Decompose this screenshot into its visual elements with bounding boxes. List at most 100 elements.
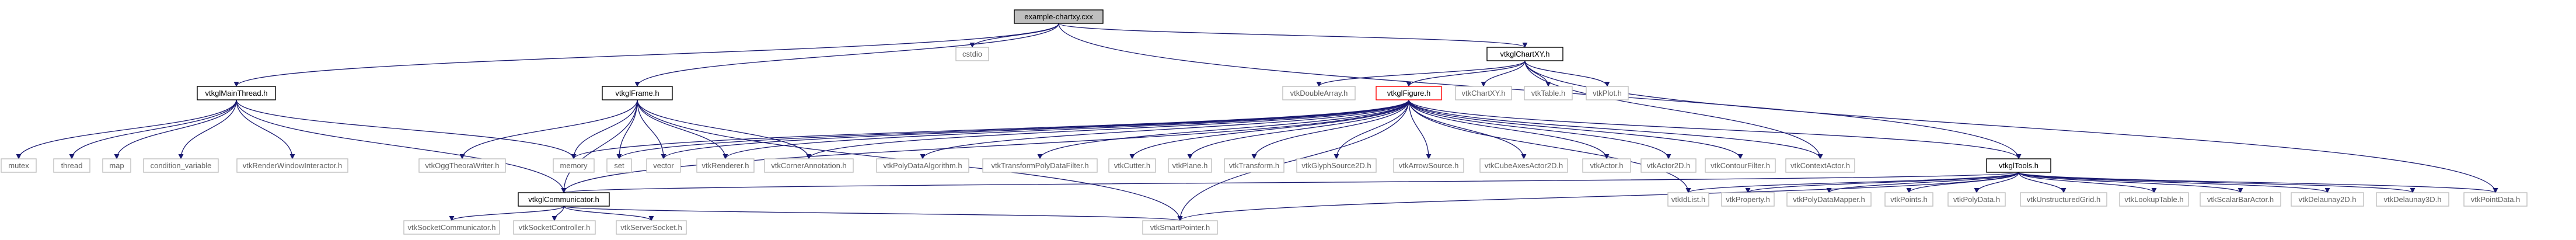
node-box-cstdio <box>955 47 989 61</box>
edge-vtkgfigure-to-arrowsrc <box>1408 99 1432 159</box>
node-label-vtkgfigure: vtkglFigure.h <box>1387 89 1430 98</box>
node-thread: thread <box>53 158 90 173</box>
node-box-map <box>102 158 131 173</box>
node-lut: vtkLookupTable.h <box>2119 192 2189 207</box>
node-label-actor2d: vtkActor2D.h <box>1647 161 1690 170</box>
nodes-layer: example-chartxy.cxxcstdiovtkglMainThread… <box>1 9 2528 235</box>
edge-vtkgchartxy-to-vtkgfigure <box>1406 60 1526 87</box>
node-label-serversocket: vtkServerSocket.h <box>620 223 682 232</box>
node-contourfilter: vtkContourFilter.h <box>1705 158 1776 173</box>
node-doublearray: vtkDoubleArray.h <box>1282 86 1356 100</box>
node-renderer: vtkRenderer.h <box>696 158 755 173</box>
node-box-plot <box>1586 86 1629 100</box>
node-box-mutex <box>1 158 37 173</box>
edge-vtkgmainthread-to-thread <box>69 99 237 159</box>
edge-vtkgframe-to-set <box>616 99 638 159</box>
node-vtkgchartxy[interactable]: vtkglChartXY.h <box>1486 47 1563 61</box>
edge-vtkgtools-to-smartptr <box>1177 172 2019 221</box>
node-box-socketcomm <box>403 220 500 235</box>
edge-vtkgfigure-to-transform <box>1251 99 1409 159</box>
node-label-lut: vtkLookupTable.h <box>2124 195 2183 204</box>
node-box-delaunay2d <box>2291 192 2364 207</box>
node-plot: vtkPlot.h <box>1586 86 1629 100</box>
edge-vtkgfigure-to-contourfilter <box>1408 99 1743 159</box>
node-mutex: mutex <box>1 158 37 173</box>
node-box-cubeaxes <box>1479 158 1568 173</box>
node-box-socketctrl <box>513 220 596 235</box>
node-box-transformpdf <box>982 158 1098 173</box>
node-label-root: example-chartxy.cxx <box>1024 12 1093 21</box>
edge-vtkgtools-to-scalarbar <box>2018 172 2243 193</box>
edge-vtkgmainthread-to-vtkgcomm <box>236 99 567 193</box>
node-label-plot: vtkPlot.h <box>1593 89 1622 98</box>
node-vtkgtools[interactable]: vtkglTools.h <box>1986 158 2051 173</box>
node-box-renderer <box>696 158 755 173</box>
edge-vtkgtools-to-pointdata <box>2018 172 2498 193</box>
edge-vtkgfigure-to-plane <box>1187 99 1409 159</box>
node-cutter: vtkCutter.h <box>1108 158 1156 173</box>
node-label-condvar: condition_variable <box>151 161 212 170</box>
edge-vtkgfigure-to-contextactor <box>1408 99 1823 159</box>
edge-vtkgcomm-to-serversocket <box>563 206 654 221</box>
edge-vtkgtools-to-ugrid <box>2018 172 2067 193</box>
node-vector: vector <box>646 158 681 173</box>
node-label-renderwininter: vtkRenderWindowInteractor.h <box>243 161 343 170</box>
node-box-idlist <box>1667 192 1709 207</box>
edge-root-to-vtkgframe <box>634 23 1059 87</box>
node-box-chartxy <box>1455 86 1512 100</box>
node-property: vtkProperty.h <box>1721 192 1775 207</box>
edge-vtkgfigure-to-glyphsrc <box>1334 99 1409 159</box>
edge-vtkgtools-to-polydata <box>1974 172 2019 193</box>
node-box-table <box>1524 86 1573 100</box>
node-box-vtkgframe <box>602 86 673 100</box>
node-points: vtkPoints.h <box>1884 192 1933 207</box>
node-label-plane: vtkPlane.h <box>1172 161 1208 170</box>
edge-vtkgmainthread-to-map <box>114 99 237 159</box>
node-vtkgmainthread[interactable]: vtkglMainThread.h <box>197 86 276 100</box>
node-label-vtkgmainthread: vtkglMainThread.h <box>205 89 268 98</box>
node-label-map: map <box>109 161 124 170</box>
node-box-vtkgfigure <box>1376 86 1442 100</box>
edge-vtkgtools-to-idlist <box>1685 172 2019 193</box>
node-label-renderer: vtkRenderer.h <box>702 161 749 170</box>
node-delaunay2d: vtkDelaunay2D.h <box>2291 192 2364 207</box>
node-box-plane <box>1168 158 1212 173</box>
node-label-cutter: vtkCutter.h <box>1114 161 1150 170</box>
node-box-oggwriter <box>418 158 506 173</box>
node-actor2d: vtkActor2D.h <box>1640 158 1697 173</box>
node-label-ugrid: vtkUnstructuredGrid.h <box>2027 195 2100 204</box>
node-label-pdmapper: vtkPolyDataMapper.h <box>1793 195 1865 204</box>
node-box-vector <box>646 158 681 173</box>
node-label-delaunay2d: vtkDelaunay2D.h <box>2299 195 2357 204</box>
node-label-property: vtkProperty.h <box>1726 195 1770 204</box>
node-box-property <box>1721 192 1775 207</box>
node-box-renderwininter <box>236 158 348 173</box>
node-vtkgfigure[interactable]: vtkglFigure.h <box>1376 86 1442 100</box>
node-arrowsrc: vtkArrowSource.h <box>1393 158 1464 173</box>
edge-vtkgfigure-to-polydataalgo <box>920 99 1409 159</box>
edge-vtkgtools-to-lut <box>2018 172 2157 193</box>
node-vtkgcomm[interactable]: vtkglCommunicator.h <box>518 192 610 207</box>
edge-vtkgmainthread-to-memory <box>236 99 577 159</box>
edge-vtkgframe-to-vtkgcomm <box>561 99 638 193</box>
node-transformpdf: vtkTransformPolyDataFilter.h <box>982 158 1098 173</box>
node-label-scalarbar: vtkScalarBarActor.h <box>2207 195 2274 204</box>
edge-vtkgfigure-to-actor2d <box>1408 99 1671 159</box>
edge-vtkgframe-to-oggwriter <box>459 99 638 159</box>
edge-vtkgframe-to-cornerann <box>637 99 812 159</box>
edge-vtkgchartxy-to-pointdata <box>1524 60 2498 193</box>
edge-vtkgcomm-to-socketcomm <box>449 206 564 221</box>
edge-vtkgfigure-to-vtkgcomm <box>561 99 1409 193</box>
edge-vtkgfigure-to-set <box>616 99 1409 159</box>
node-box-set <box>606 158 632 173</box>
edge-vtkgtools-to-vtkgcomm <box>561 172 2019 193</box>
edge-root-to-vtkgchartxy <box>1058 23 1528 48</box>
node-label-set: set <box>614 161 624 170</box>
node-vtkgframe[interactable]: vtkglFrame.h <box>602 86 673 100</box>
edge-vtkgmainthread-to-condvar <box>178 99 237 159</box>
edge-vtkgfigure-to-smartptr <box>1177 99 1409 221</box>
node-box-pdmapper <box>1786 192 1872 207</box>
node-label-transform: vtkTransform.h <box>1229 161 1279 170</box>
node-table: vtkTable.h <box>1524 86 1573 100</box>
node-label-vector: vector <box>653 161 674 170</box>
